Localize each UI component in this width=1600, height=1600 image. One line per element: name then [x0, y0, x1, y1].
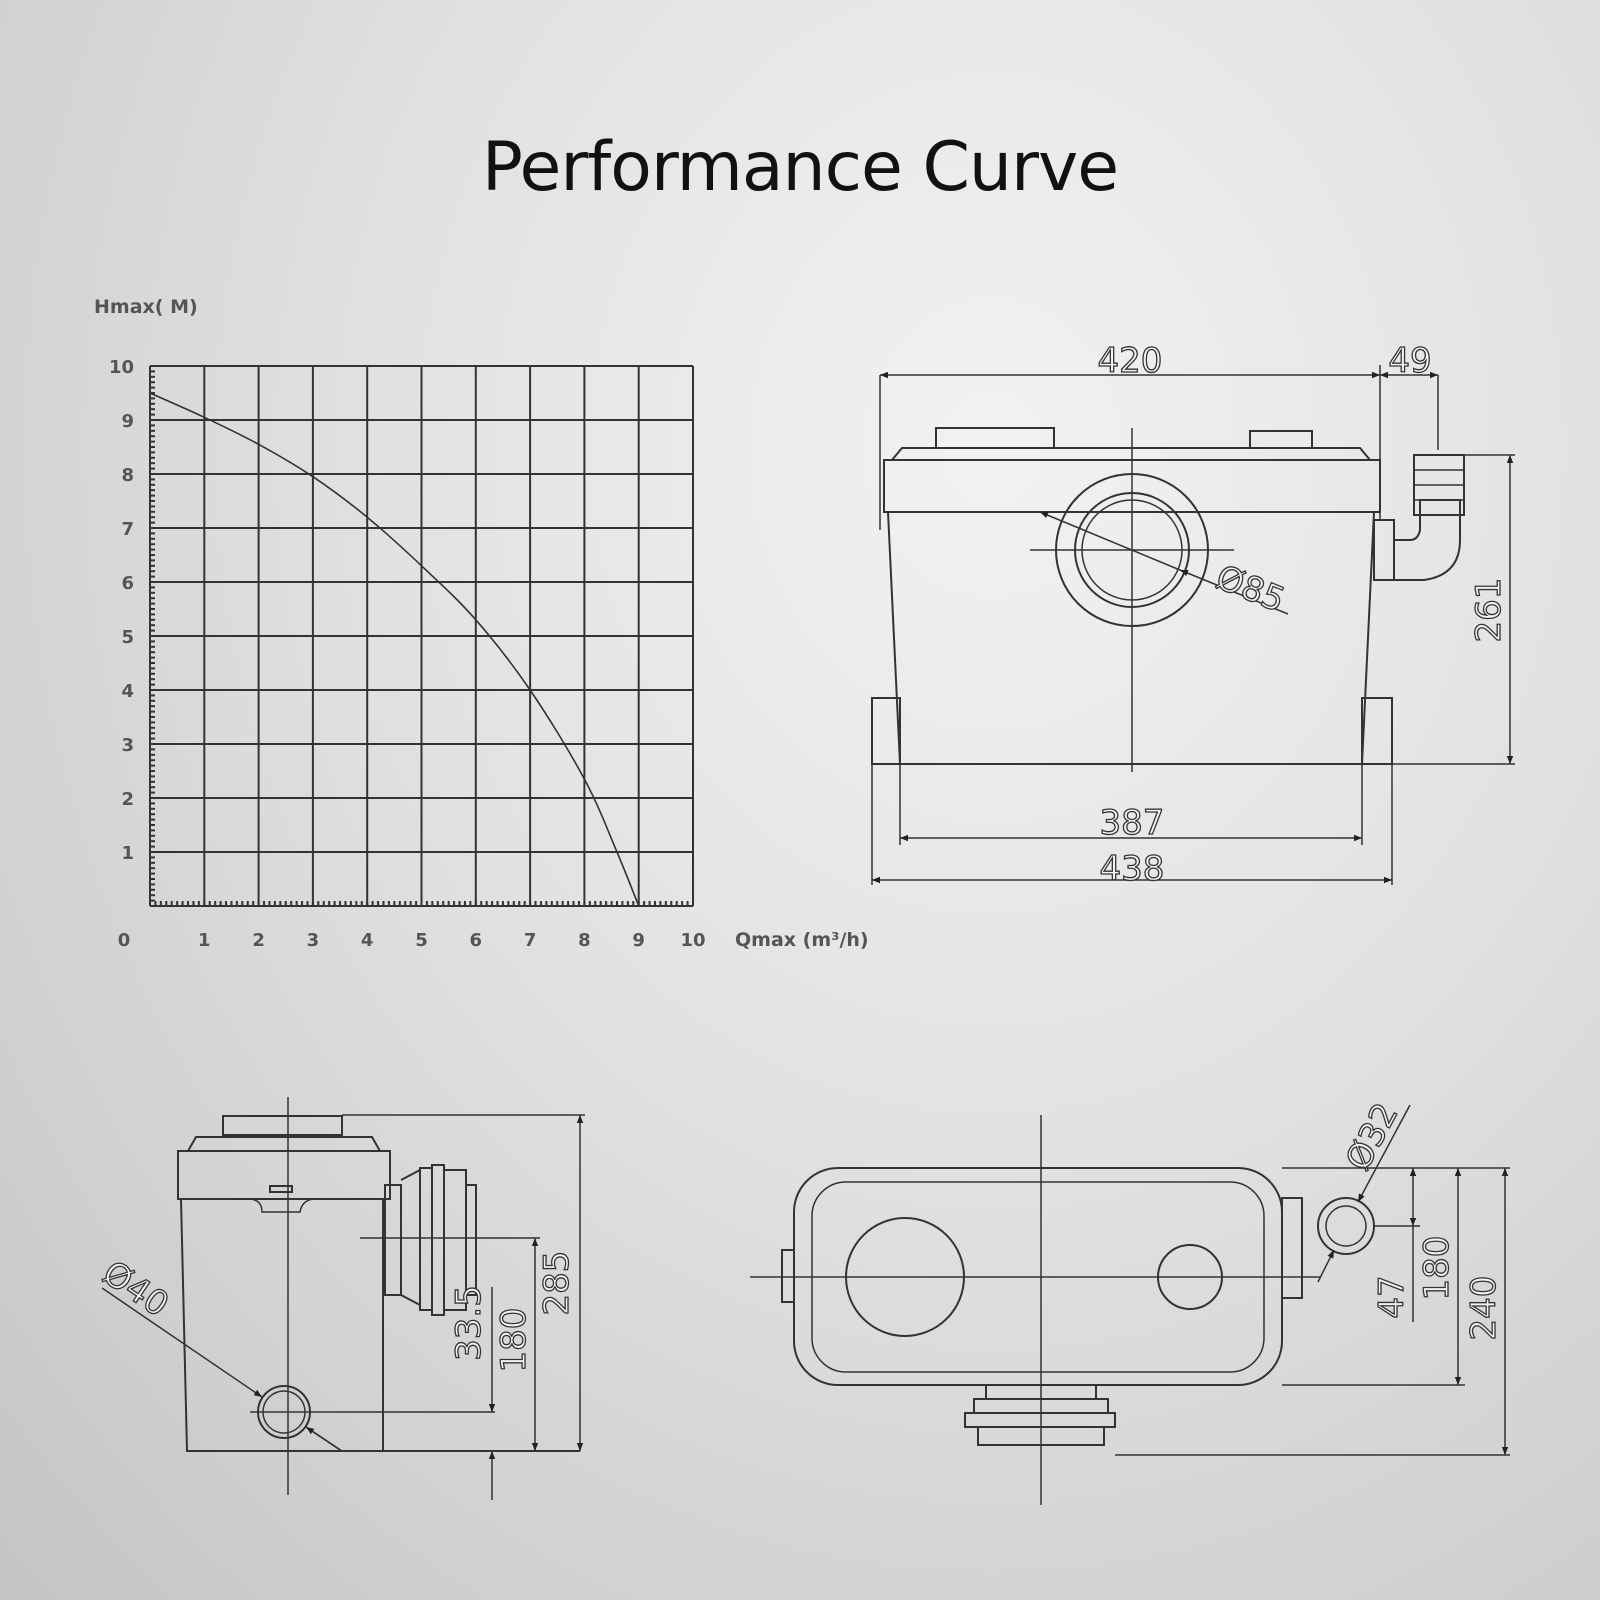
x-tick-label: 2 [252, 930, 265, 951]
front-view-drawing: 420 49 Ø85 261 387 [871, 340, 1515, 890]
dim-180-side: 180 [494, 1308, 534, 1373]
x-tick-labels: 0 1 2 3 4 5 6 7 8 9 10 [118, 930, 706, 951]
x-tick-label: 6 [470, 930, 483, 951]
dim-438: 438 [1100, 849, 1165, 889]
page-title: Performance Curve [481, 128, 1119, 207]
x-tick-label: 4 [361, 930, 374, 951]
pump-curve-line [149, 392, 640, 907]
dim-420: 420 [1098, 341, 1163, 381]
y-tick-label: 6 [121, 573, 134, 594]
x-tick-label: 0 [118, 930, 131, 951]
x-tick-label: 9 [632, 930, 645, 951]
y-tick-label: 9 [121, 411, 134, 432]
dim-261: 261 [1469, 578, 1509, 643]
x-tick-label: 3 [307, 930, 320, 951]
dim-33-5: 33.5 [449, 1285, 489, 1361]
x-tick-label: 7 [524, 930, 537, 951]
dim-47: 47 [1372, 1275, 1412, 1318]
x-tick-label: 5 [415, 930, 428, 951]
y-tick-labels: 1 2 3 4 5 6 7 8 9 10 [109, 357, 134, 864]
y-tick-label: 7 [121, 519, 134, 540]
y-tick-label: 10 [109, 357, 134, 378]
dim-387: 387 [1100, 803, 1165, 843]
dim-diameter-40: Ø40 [95, 1253, 175, 1325]
y-tick-label: 2 [121, 789, 134, 810]
x-tick-label: 1 [198, 930, 211, 951]
dim-49: 49 [1388, 341, 1431, 381]
dim-diameter-32: Ø32 [1338, 1097, 1406, 1178]
chart-grid [149, 365, 694, 907]
x-tick-label: 10 [680, 930, 705, 951]
dim-diameter-85: Ø85 [1210, 557, 1290, 620]
top-view-drawing: Ø32 47 180 240 [750, 1096, 1510, 1505]
y-axis-label: Hmax( M) [94, 296, 198, 318]
dim-180-top: 180 [1417, 1236, 1457, 1301]
performance-chart: Hmax( M) Qmax (m³/h) 0 1 2 3 4 5 6 7 8 9 10 1 2 3 4 5 6… [94, 296, 869, 951]
y-tick-label: 1 [121, 843, 134, 864]
y-tick-label: 4 [121, 681, 134, 702]
side-view-drawing: Ø40 285 180 33.5 [95, 1097, 585, 1500]
x-tick-label: 8 [578, 930, 591, 951]
dim-240: 240 [1464, 1276, 1504, 1341]
y-tick-label: 3 [121, 735, 134, 756]
y-tick-label: 5 [121, 627, 134, 648]
y-tick-label: 8 [121, 465, 134, 486]
dim-285: 285 [537, 1251, 577, 1316]
x-axis-label: Qmax (m³/h) [735, 929, 869, 951]
